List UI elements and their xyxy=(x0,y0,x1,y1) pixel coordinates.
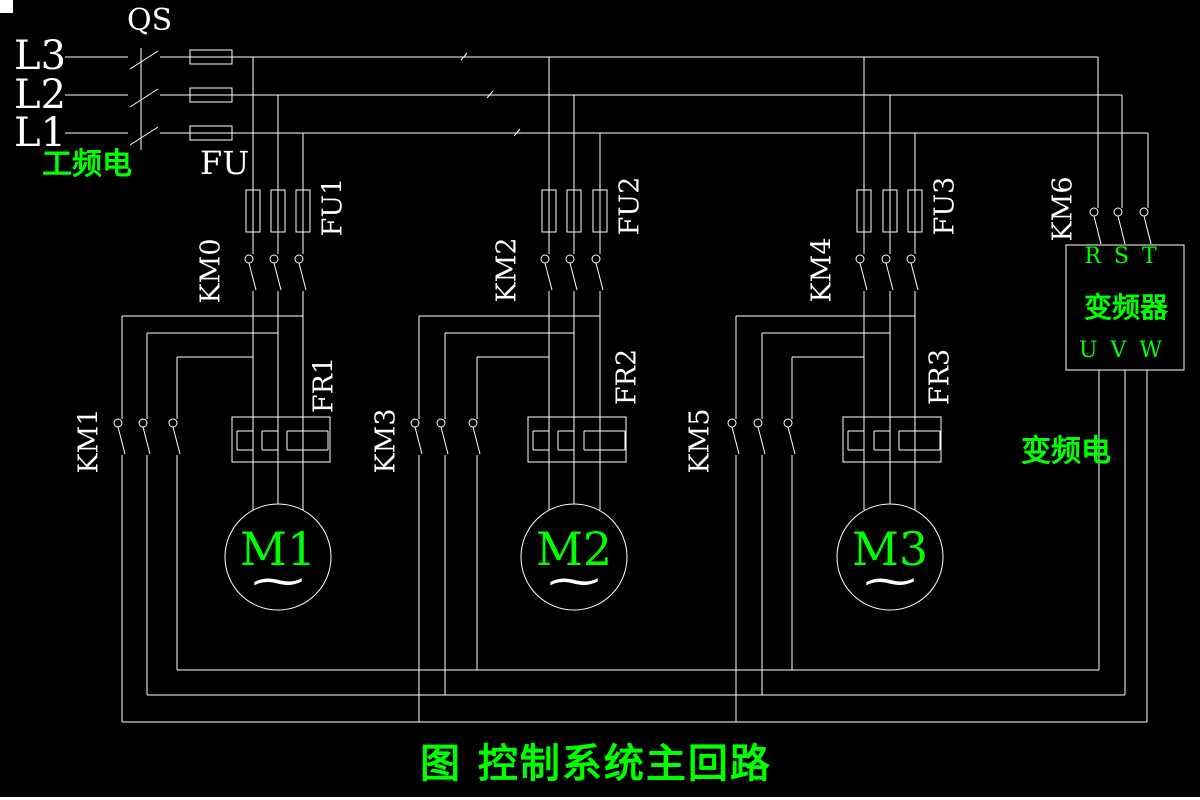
motor-label-m3: M3 xyxy=(851,522,929,576)
motor-circle-m1 xyxy=(224,503,332,611)
contactor-label-km3: KM3 xyxy=(370,408,402,474)
contact-pivot xyxy=(753,418,763,428)
ac-wave-symbol: ~ xyxy=(858,556,922,605)
fuse-symbol xyxy=(856,189,872,233)
fuse-label-fu3: FU3 xyxy=(929,176,961,236)
contact-pivot xyxy=(410,418,420,428)
phase-label-l1: L1 xyxy=(14,110,67,156)
fuse-symbol xyxy=(541,189,557,233)
fuse-symbol xyxy=(566,189,582,233)
fuse-symbol xyxy=(189,49,233,65)
inverter-box xyxy=(1065,244,1185,371)
branch-1-wires xyxy=(121,57,329,722)
branch-3-wires xyxy=(735,57,941,722)
motor-label-m2: M2 xyxy=(535,522,613,576)
contact-pivot xyxy=(1139,207,1149,217)
contact-pivot xyxy=(540,254,550,264)
contact-pivot xyxy=(168,418,178,428)
vfd-contactor-blades xyxy=(117,426,796,455)
fuse-symbol xyxy=(592,189,608,233)
km6-contactor-blades xyxy=(1093,215,1152,245)
contact-pivot xyxy=(855,254,865,264)
contactor-label-km4: KM4 xyxy=(806,237,838,303)
motor-circle-m2 xyxy=(520,503,628,611)
contact-pivot xyxy=(906,254,916,264)
inverter-name: 变频器 xyxy=(1083,291,1169,324)
phase-label-l3: L3 xyxy=(14,33,67,79)
screen-edge-artifact xyxy=(0,797,1200,800)
relay-label-fr1: FR1 xyxy=(308,356,340,414)
contact-pivot xyxy=(1089,207,1099,217)
inverter-output-terminals: U V W xyxy=(1078,338,1166,363)
contactor-label-km5: KM5 xyxy=(684,408,716,474)
diagram-title: 图 控制系统主回路 xyxy=(420,741,772,787)
contactor-label-km6: KM6 xyxy=(1047,176,1079,242)
ac-wave-symbol: ~ xyxy=(542,556,606,605)
fuse-symbol xyxy=(882,189,898,233)
relay-label-fr3: FR3 xyxy=(924,348,956,406)
breaker-label-qs: QS xyxy=(127,3,173,38)
fuse-symbol xyxy=(189,125,233,141)
fuse-symbol xyxy=(907,189,923,233)
screen-edge-artifact xyxy=(0,0,13,13)
vfd-power-label: 变频电 xyxy=(1021,434,1111,469)
thermal-relay-box xyxy=(527,416,627,463)
contact-pivot xyxy=(244,254,254,264)
fuse-symbol xyxy=(245,189,261,233)
contact-pivot xyxy=(269,254,279,264)
fuse-symbol xyxy=(189,87,233,103)
qs-switch-blades xyxy=(129,50,159,146)
mains-contactor-blades xyxy=(248,262,919,291)
fuse-label-fu1: FU1 xyxy=(317,177,349,237)
fuse-label-fu2: FU2 xyxy=(614,176,646,236)
phase-bus-lines xyxy=(65,48,1149,723)
contact-pivot xyxy=(113,418,123,428)
contact-pivot xyxy=(138,418,148,428)
branch-2-wires xyxy=(418,57,626,722)
mains-power-label: 工频电 xyxy=(42,147,132,182)
contactor-label-km0: KM0 xyxy=(195,238,227,304)
thermal-relay-box xyxy=(231,416,331,463)
thermal-relay-box xyxy=(842,416,942,463)
contact-pivot xyxy=(881,254,891,264)
contact-symbol-layer xyxy=(113,50,1152,611)
contact-pivot xyxy=(727,418,737,428)
contactor-label-km2: KM2 xyxy=(491,237,523,303)
contact-pivot xyxy=(591,254,601,264)
phase-label-l2: L2 xyxy=(14,72,67,118)
motor-label-m1: M1 xyxy=(239,522,317,576)
contact-pivot xyxy=(436,418,446,428)
contact-pivot xyxy=(1113,207,1123,217)
motor-circle-m3 xyxy=(836,503,944,611)
contact-pivot xyxy=(468,418,478,428)
fuse-symbol xyxy=(270,189,286,233)
contact-pivot xyxy=(294,254,304,264)
relay-label-fr2: FR2 xyxy=(611,348,643,406)
contact-pivot xyxy=(565,254,575,264)
fuse-label-fu: FU xyxy=(200,144,250,182)
fuse-symbol xyxy=(295,189,311,233)
wire-tick-marks xyxy=(460,52,521,137)
inverter-input-terminals: R S T xyxy=(1084,244,1160,269)
contactor-label-km1: KM1 xyxy=(73,408,105,474)
ac-wave-symbol: ~ xyxy=(246,556,310,605)
contact-pivot xyxy=(783,418,793,428)
